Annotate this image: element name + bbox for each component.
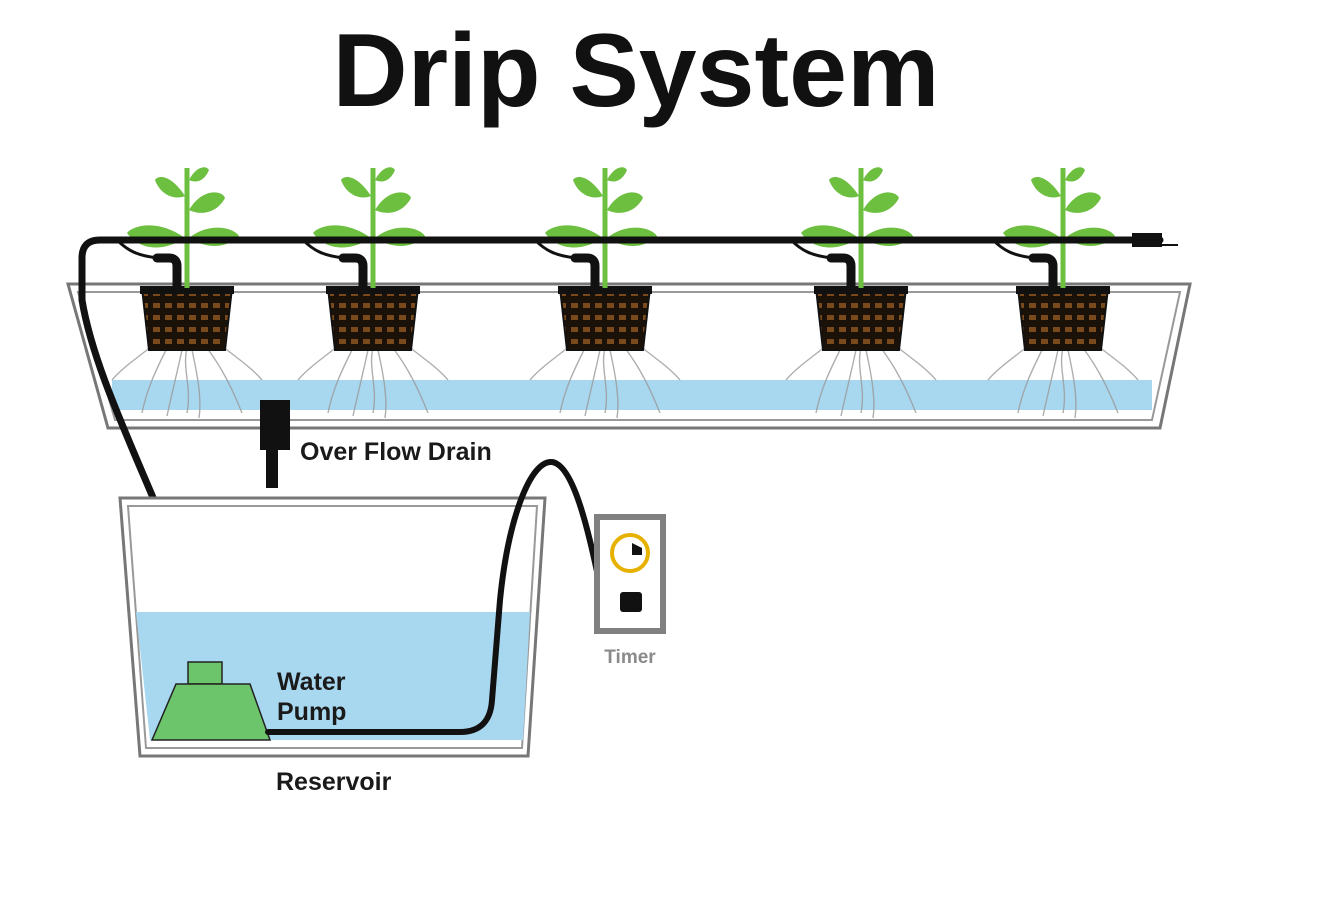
water-pump-label-line1: Water [277,668,346,696]
water-pump [150,661,272,741]
timer [594,514,666,634]
diagram-title: Drip System [333,13,940,129]
reservoir-label: Reservoir [276,768,392,796]
overflow-drain-label: Over Flow Drain [300,438,492,466]
water-pump-label-line2: Pump [277,698,346,726]
timer-plug [620,592,642,612]
timer-label: Timer [604,647,656,668]
timer-clock-icon [610,533,650,573]
overflow-drain [260,400,290,488]
drip-line-end-cap [1132,233,1162,247]
